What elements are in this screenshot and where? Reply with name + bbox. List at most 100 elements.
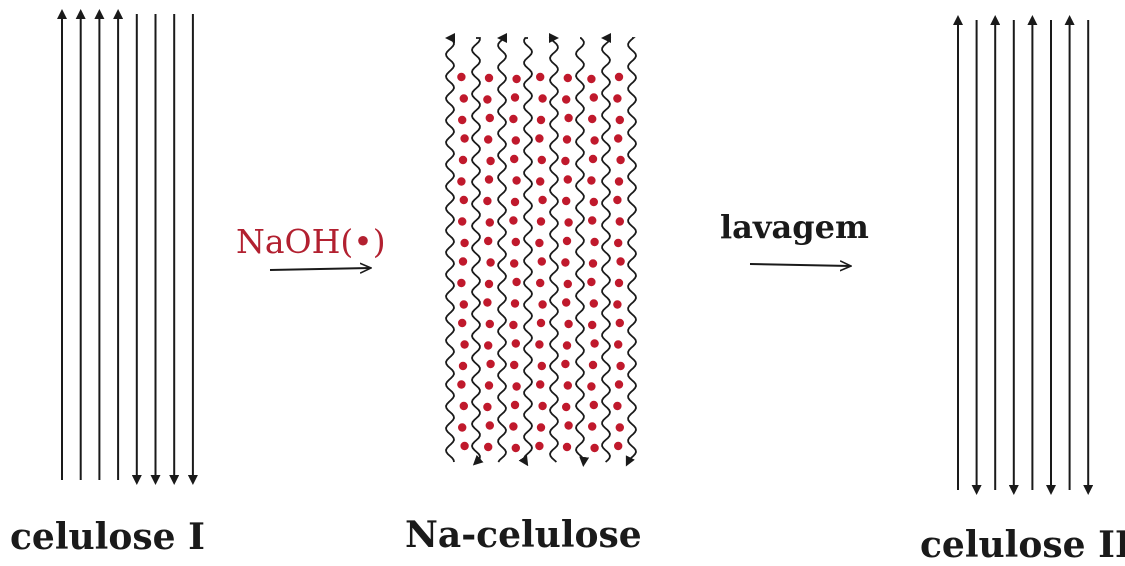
sodium-dot (535, 340, 544, 349)
sodium-dot (614, 134, 623, 143)
sodium-dot (613, 94, 622, 103)
sodium-dot (590, 443, 599, 453)
sodium-dot (590, 136, 599, 145)
sodium-dot (615, 217, 624, 226)
sodium-dot (483, 196, 492, 206)
sodium-dot (485, 218, 494, 227)
sodium-dot (536, 278, 545, 288)
sodium-dot (484, 442, 493, 452)
sodium-dot (589, 400, 598, 410)
sodium-dot (537, 361, 546, 371)
sodium-dot (537, 257, 546, 266)
sodium-dot (510, 400, 520, 410)
sodium-dot (512, 74, 521, 84)
sodium-dot (588, 360, 598, 370)
sodium-dot (538, 401, 547, 411)
na-cellulose-chain-up (497, 33, 507, 463)
na-cellulose-chain-up (548, 33, 559, 463)
sodium-dot (484, 73, 494, 83)
sodium-dot (538, 94, 547, 103)
sodium-dot (588, 320, 597, 330)
sodium-dot (511, 339, 520, 348)
sodium-dot (484, 381, 494, 390)
sodium-dot (613, 195, 622, 205)
sodium-dot (615, 423, 624, 432)
sodium-dot (460, 134, 469, 143)
sodium-dot (458, 257, 468, 266)
sodium-dot (590, 237, 599, 247)
na-cellulose-chain-down (625, 37, 637, 467)
sodium-dot (535, 134, 544, 143)
cellulose-ii-chains (953, 14, 1094, 495)
sodium-dot (562, 196, 571, 206)
sodium-dot (459, 94, 468, 103)
sodium-dot (484, 341, 493, 350)
sodium-dot (512, 277, 521, 287)
sodium-dot (561, 359, 570, 369)
na-cellulose-chain-down (518, 37, 533, 467)
sodium-dot (509, 216, 518, 225)
sodium-dot (486, 359, 495, 369)
sodium-dot (459, 300, 468, 309)
cellulose-i-label: celulose I (10, 516, 205, 558)
sodium-dot (536, 318, 546, 328)
sodium-dot (510, 154, 519, 164)
sodium-dot (561, 258, 570, 267)
sodium-dot (538, 300, 547, 309)
sodium-dot (615, 318, 624, 328)
sodium-dot (484, 135, 493, 144)
sodium-dot (537, 155, 546, 165)
na-cellulose-chain-up (445, 34, 458, 463)
sodium-dot (512, 382, 521, 391)
sodium-dot (614, 340, 623, 349)
sodium-dot (588, 259, 598, 268)
sodium-dot (564, 319, 573, 329)
sodium-dot (457, 72, 466, 82)
sodium-dot (589, 197, 598, 207)
sodium-dots (457, 72, 625, 453)
sodium-dot (587, 277, 596, 287)
sodium-dot (561, 156, 570, 166)
sodium-dot (536, 72, 545, 82)
sodium-dot (536, 115, 546, 125)
sodium-dot (588, 422, 597, 431)
sodium-dot (562, 298, 571, 307)
sodium-dot (512, 176, 521, 185)
reagent-reaction-arrow (269, 268, 370, 270)
sodium-dot (486, 156, 495, 166)
sodium-dot (458, 217, 467, 226)
sodium-dot (510, 259, 519, 268)
sodium-dot (485, 113, 494, 123)
sodium-dot (483, 402, 492, 412)
sodium-dot (613, 401, 622, 411)
na-cellulose-chain-down (575, 37, 590, 467)
sodium-dot (588, 216, 597, 225)
sodium-dot (536, 217, 546, 226)
na-cellulose-chain-up (601, 33, 612, 463)
sodium-dot (536, 380, 545, 389)
sodium-dot (587, 382, 596, 391)
sodium-dot (564, 421, 573, 430)
sodium-dot (587, 176, 596, 185)
sodium-dot (589, 299, 598, 308)
sodium-dot (458, 318, 467, 328)
sodium-dot (616, 257, 625, 266)
sodium-dot (564, 218, 573, 227)
sodium-dot (563, 73, 572, 83)
sodium-dot (511, 237, 520, 247)
sodium-dot (535, 238, 544, 248)
washing-step-label: lavagem (720, 208, 869, 246)
sodium-dot (614, 72, 624, 82)
sodium-dot (562, 135, 572, 144)
na-cellulose-chains (445, 33, 637, 467)
sodium-dot (484, 175, 494, 184)
sodium-dot (613, 300, 622, 309)
sodium-dot (589, 93, 598, 102)
sodium-dot (485, 421, 494, 430)
sodium-dot (614, 441, 623, 451)
sodium-dot (536, 177, 545, 186)
cellulose-ii-label: celulose II (920, 524, 1125, 566)
sodium-dot (563, 175, 572, 184)
sodium-dot (536, 423, 546, 432)
